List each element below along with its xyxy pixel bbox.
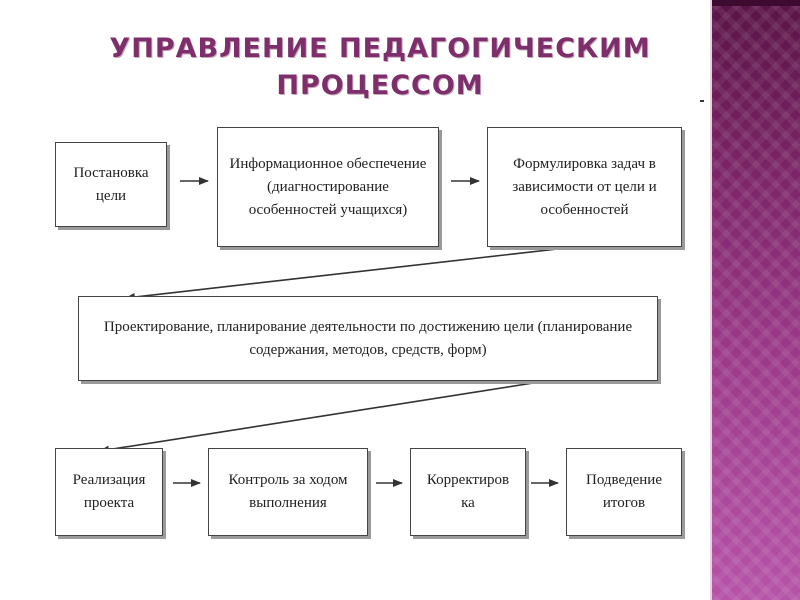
step-label-line: Реализация: [72, 472, 146, 488]
arrow-step3-to-step4: [125, 246, 576, 301]
step-label-line: цели: [95, 187, 127, 204]
slide-title: УПРАВЛЕНИЕ ПЕДАГОГИЧЕСКИМ ПРОЦЕССОМ: [100, 30, 660, 104]
decorative-side-strip: [710, 0, 800, 600]
step-project-implementation-box: Реализация проекта: [55, 448, 163, 536]
step-label-line: Формулировка задач в: [513, 155, 656, 172]
step-label-line: Контроль за ходом: [228, 472, 348, 488]
side-strip-top-band: [712, 0, 800, 6]
arrow-step4-to-step5: [99, 380, 547, 454]
step-label-line: Информационное обеспечение: [229, 155, 427, 172]
step-goal-setting-box: Постановка цели: [55, 142, 167, 227]
step-label-line: Проектирование, планирование деятельност…: [103, 318, 633, 335]
step-label-line: итогов: [602, 495, 646, 511]
step-label-line: особенностей учащихся): [248, 201, 408, 218]
step-label-line: проекта: [83, 495, 135, 511]
title-dot-mark: [700, 100, 704, 102]
step-label-line: выполнения: [249, 495, 327, 511]
step-information-support-box: Информационное обеспечение (диагностиров…: [217, 127, 439, 247]
step-label-line: Постановка: [73, 164, 149, 181]
step-label-line: Корректиров: [426, 472, 510, 488]
step-design-planning-box: Проектирование, планирование деятельност…: [78, 296, 658, 381]
title-line-1: УПРАВЛЕНИЕ ПЕДАГОГИЧЕСКИМ: [109, 33, 651, 64]
step-label-line: зависимости от цели и: [512, 178, 657, 195]
step-task-formulation-box: Формулировка задач в зависимости от цели…: [487, 127, 682, 247]
step-label-line: особенностей: [540, 201, 629, 218]
step-summary-box: Подведение итогов: [566, 448, 682, 536]
step-label-line: ка: [461, 495, 475, 511]
step-label-line: (диагностирование: [267, 178, 389, 195]
step-progress-control-box: Контроль за ходом выполнения: [208, 448, 368, 536]
step-label-line: содержания, методов, средств, форм): [249, 341, 487, 358]
step-label-line: Подведение: [586, 472, 662, 488]
step-correction-box: Корректиров ка: [410, 448, 526, 536]
title-line-2: ПРОЦЕССОМ: [276, 70, 484, 101]
